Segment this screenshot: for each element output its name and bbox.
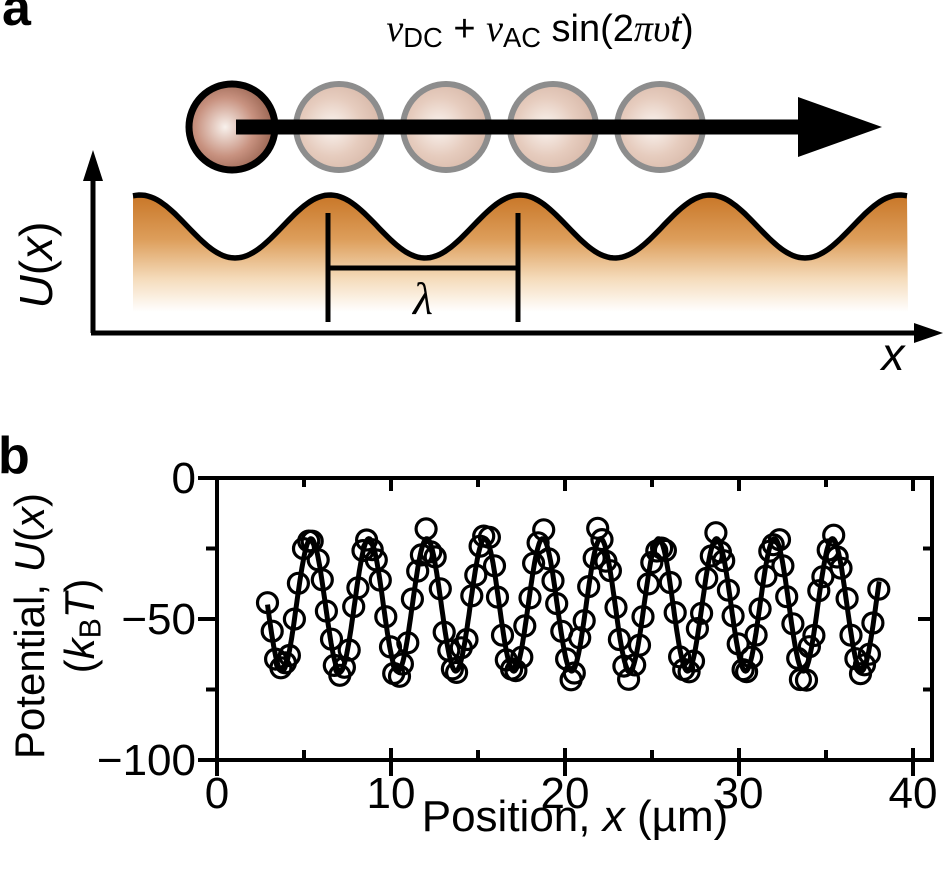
data-point-circle <box>414 517 438 541</box>
y-tick-label: −100 <box>97 736 196 785</box>
motion-arrow-head <box>798 97 882 157</box>
panel-a-x-axis-arrowhead <box>914 323 943 343</box>
data-point-circle <box>822 523 846 547</box>
drive-voltage-equation: vDC + vAC sin(2πυt) <box>240 8 840 53</box>
text-part: T <box>56 592 103 619</box>
motion-arrow-shaft <box>236 119 798 135</box>
x-tick-label: 0 <box>205 769 229 818</box>
x-tick-label: 40 <box>889 769 938 818</box>
text-part: U <box>6 541 53 573</box>
text-part: ) <box>56 578 103 593</box>
data-point-circle <box>590 527 614 552</box>
text-part: sin(2 <box>540 8 634 50</box>
text-part: υ <box>652 8 671 50</box>
text-part: U <box>10 275 62 309</box>
data-point-circle <box>852 653 877 677</box>
panel-b-y-axis-label-line2: (kBT) <box>54 416 108 836</box>
data-point-circle <box>504 658 528 683</box>
data-point-circle <box>734 660 759 684</box>
text-part: ) <box>680 8 694 50</box>
data-point-circle <box>761 533 785 557</box>
text-part: ( <box>56 659 103 674</box>
text-part: x <box>881 328 905 380</box>
panel-b-y-axis-label-line1: Potential, U(x) <box>4 416 56 836</box>
panel-a-y-axis-label: U(x) <box>10 190 62 340</box>
x-tick-label: 30 <box>715 769 764 818</box>
text-part: v <box>486 8 503 50</box>
text-part: DC <box>403 22 443 54</box>
text-part: x <box>6 506 53 528</box>
text-part: x <box>10 236 62 260</box>
text-part: ) <box>10 221 62 237</box>
potential-landscape-curve <box>132 192 908 261</box>
text-part: π <box>633 8 653 50</box>
x-tick-label: 20 <box>541 769 590 818</box>
data-point-circle <box>677 660 701 684</box>
panel-a-x-axis-label: x <box>853 331 933 377</box>
panel-a-y-axis-arrowhead <box>83 150 103 181</box>
panel-b-label: b <box>0 427 30 485</box>
fit-line <box>265 536 882 674</box>
text-part: Position, <box>421 792 603 841</box>
data-point-circle <box>445 660 469 685</box>
text-part: x <box>602 792 625 841</box>
y-tick-label: 0 <box>172 454 196 503</box>
text-part: Potential, <box>6 572 53 760</box>
wavelength-lambda-label: λ <box>413 273 433 324</box>
text-part: AC <box>502 22 541 54</box>
data-point-circle <box>586 516 610 540</box>
text-part: B <box>74 618 108 639</box>
text-part: k <box>56 638 103 660</box>
text-part: v <box>386 8 404 50</box>
y-tick-label: −50 <box>121 595 196 644</box>
text-part: ( <box>6 527 53 542</box>
text-part: ( <box>10 259 62 276</box>
panel-a-label: a <box>2 0 31 37</box>
text-part: t <box>670 8 681 50</box>
x-tick-label: 10 <box>367 769 416 818</box>
text-part: + <box>442 8 487 50</box>
panel-b-x-axis-label: Position, x (µm) <box>375 792 775 841</box>
text-part: (µm) <box>624 792 729 841</box>
text-part: ) <box>6 492 53 507</box>
